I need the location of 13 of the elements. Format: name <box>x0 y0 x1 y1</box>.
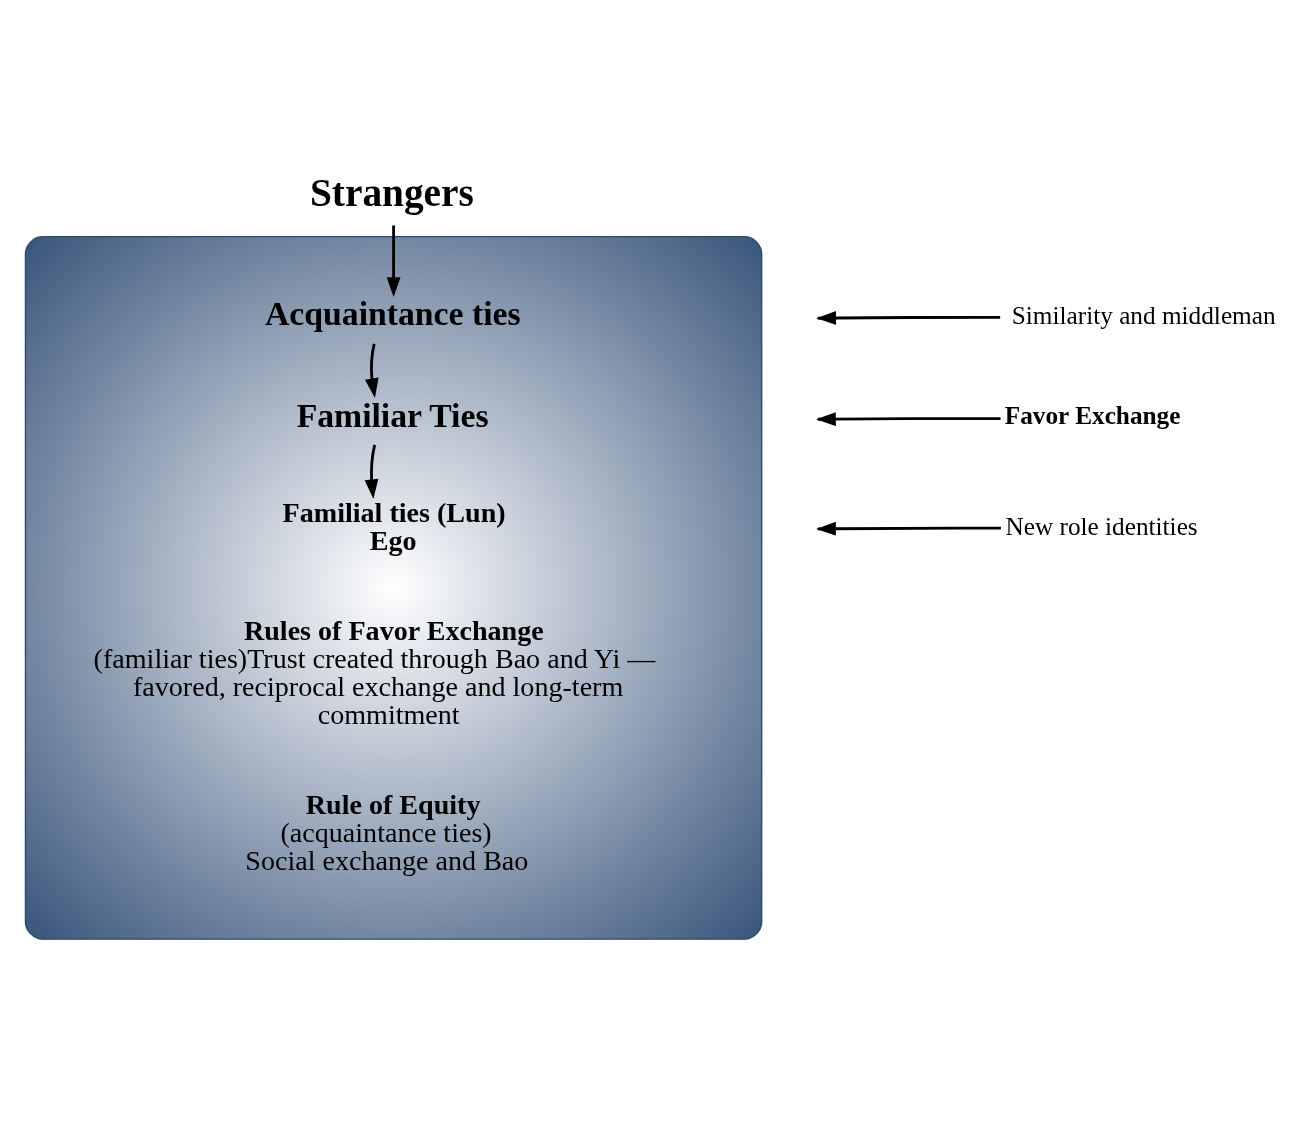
arrow <box>364 343 379 399</box>
node-text: New role identities <box>1005 512 1198 541</box>
node-text: Strangers <box>309 171 474 216</box>
node-text: Rules of Favor Exchange (familiar ties)Trust created through Bao and Yi — favored, reciprocal exchange and long-term commitment <box>93 614 656 731</box>
node-text: Familiar Ties <box>296 396 489 434</box>
node-text: Similarity and middleman <box>1011 301 1276 330</box>
arrow <box>364 444 379 500</box>
node-text: Acquaintance ties <box>265 295 521 333</box>
node-text: Favor Exchange <box>1004 401 1181 430</box>
arrow <box>386 225 401 298</box>
cluster <box>24 235 763 940</box>
node-text: Familial ties (Lun) Ego <box>282 496 506 556</box>
node-text: Rule of Equity (acquaintance ties) Social exchange and Bao <box>245 789 529 877</box>
